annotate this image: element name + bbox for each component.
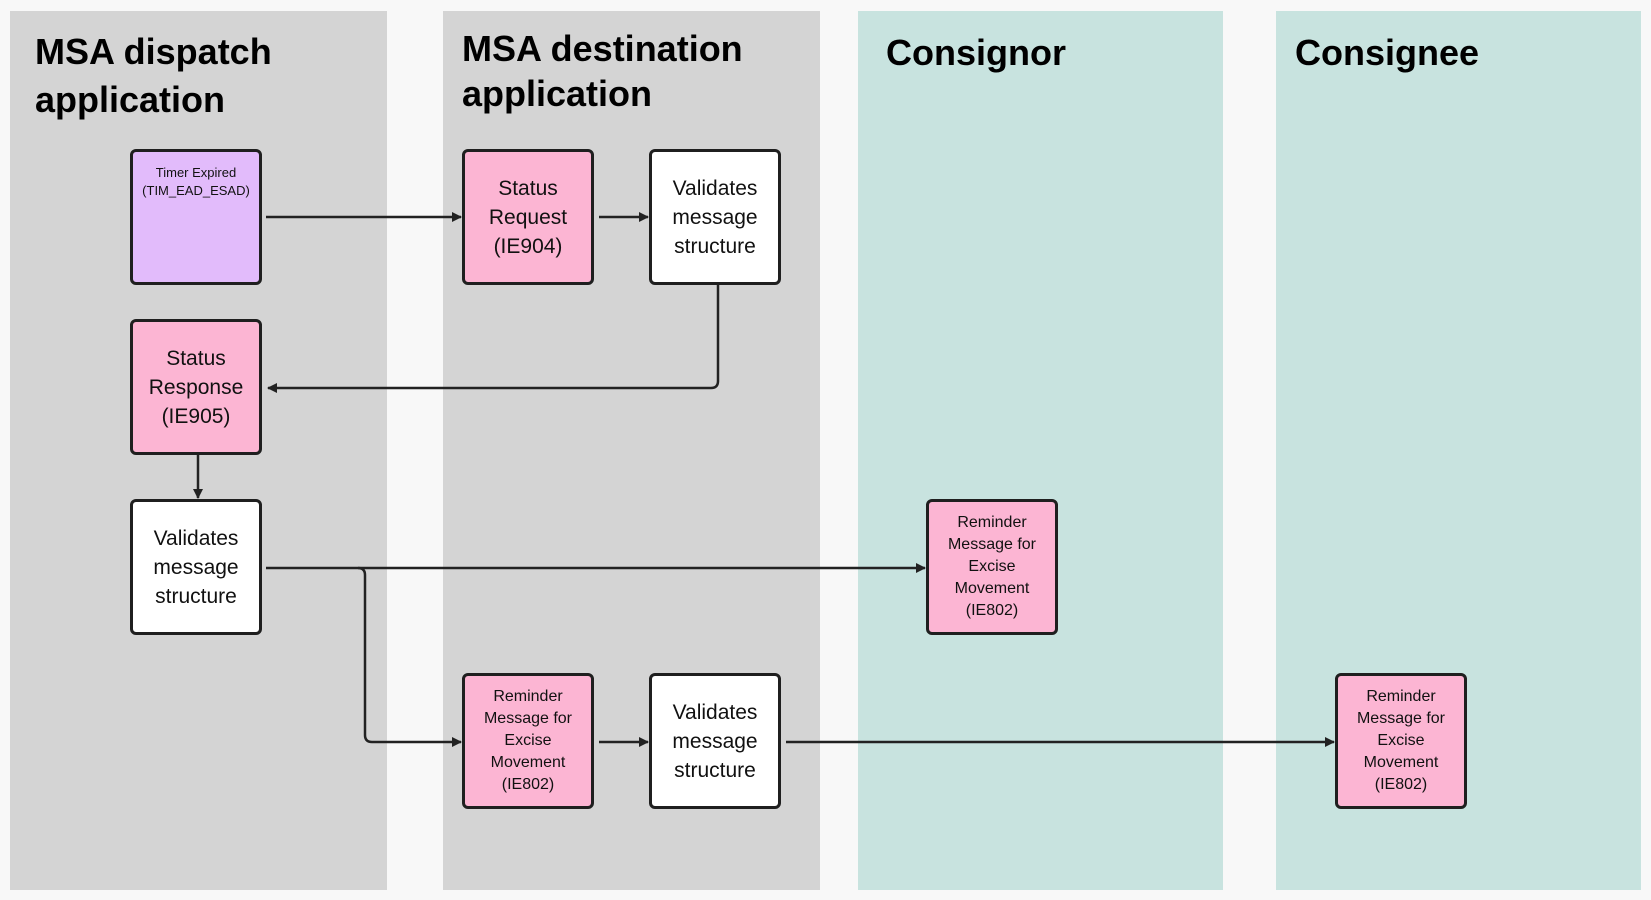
validates-message-structure-dispatch-node: Validates message structure [130, 499, 262, 635]
lane-title-msa-dispatch: MSA dispatch application [35, 31, 272, 120]
lane-consignor: Consignor [858, 11, 1223, 890]
timer-expired-node: Timer Expired (TIM_EAD_ESAD) [130, 149, 262, 285]
lane-title-msa-destination: MSA destination application [462, 28, 743, 114]
reminder-message-destination-node: Reminder Message for Excise Movement (IE… [462, 673, 594, 809]
lane-title-consignor: Consignor [886, 32, 1066, 73]
status-request-node: Status Request (IE904) [462, 149, 594, 285]
reminder-message-consignor-node: Reminder Message for Excise Movement (IE… [926, 499, 1058, 635]
reminder-message-consignee-node: Reminder Message for Excise Movement (IE… [1335, 673, 1467, 809]
lane-title-consignee: Consignee [1295, 32, 1480, 73]
validates-message-structure-destination-node: Validates message structure [649, 149, 781, 285]
validates-message-structure-destination-2-node: Validates message structure [649, 673, 781, 809]
status-response-node: Status Response (IE905) [130, 319, 262, 455]
